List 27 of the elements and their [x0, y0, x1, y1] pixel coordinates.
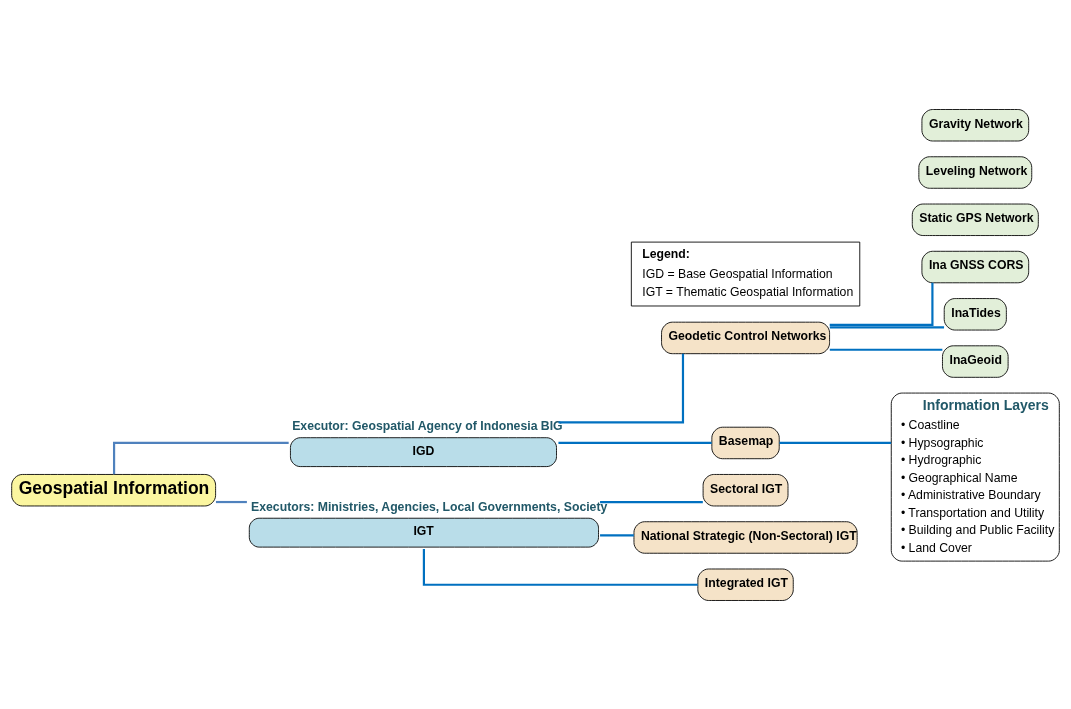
node-box: Basemap: [711, 426, 780, 459]
node-box: National Strategic (Non-Sectoral) IGT: [633, 520, 858, 554]
node-box: Information Layers • Coastline • Hypsographic • Hydrographic • Geographical Name • Administrative Boundary • Transportation and Utility • Building and Public Facility • Land Cover: [890, 392, 1060, 562]
connector: [600, 533, 634, 536]
connector: [829, 282, 934, 326]
node-box: Static GPS Network: [911, 203, 1039, 236]
node-box: Leveling Network: [918, 155, 1033, 189]
node-label: Executors: Ministries, Agencies, Local Governments, Society: [251, 499, 608, 514]
connector: [779, 441, 892, 444]
connector: [215, 500, 247, 503]
node-box: Geospatial Information: [11, 473, 217, 506]
connector: [829, 348, 943, 351]
node-box: Sectoral IGT: [702, 473, 789, 506]
node-label: Executor: Geospatial Agency of Indonesia BIG: [292, 418, 563, 433]
connector: [558, 441, 712, 444]
connector: [558, 353, 685, 423]
connector: [422, 548, 698, 586]
connector: [829, 325, 945, 329]
node-box: InaTides: [943, 297, 1007, 330]
node-box: InaGeoid: [942, 344, 1009, 378]
node-box: Ina GNSS CORS: [921, 250, 1030, 283]
connector: [113, 441, 289, 474]
node-box: Gravity Network: [921, 108, 1030, 141]
node-box: Legend: IGD = Base Geospatial Information IGT = Thematic Geospatial Information: [630, 241, 861, 306]
node-box: Integrated IGT: [697, 568, 794, 601]
connector: [600, 500, 703, 503]
node-box: Geodetic Control Networks: [661, 321, 830, 354]
